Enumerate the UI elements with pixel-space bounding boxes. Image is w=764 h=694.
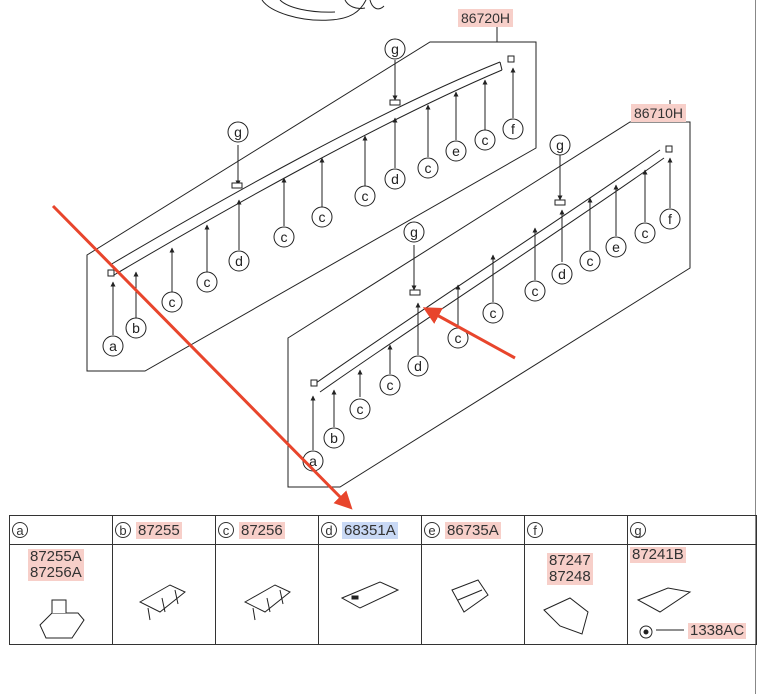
lower-letter-callouts: a b c c d c c c d c e c f g g [302, 134, 681, 472]
svg-text:c: c [587, 253, 594, 269]
svg-text:c: c [387, 377, 394, 393]
svg-text:c: c [532, 283, 539, 299]
part-number[interactable]: 87256 [239, 521, 285, 539]
svg-text:f: f [511, 121, 515, 137]
letter-circle: b [125, 317, 147, 339]
svg-text:d: d [414, 358, 422, 374]
svg-text:c: c [455, 330, 462, 346]
svg-text:b: b [330, 430, 338, 446]
svg-text:g: g [410, 224, 418, 240]
svg-text:d: d [558, 266, 566, 282]
svg-text:c: c [357, 401, 364, 417]
legend-part-cell-g: 87241B 1338AC [627, 544, 757, 645]
legend-part-cell-b [112, 544, 216, 645]
legend-header-f: f [524, 515, 628, 545]
legend-header-row: a b 87255 c 87256 d 68351A e 86735A f g [9, 515, 757, 545]
svg-text:c: c [319, 209, 326, 225]
svg-text:c: c [362, 188, 369, 204]
letter-badge: g [630, 522, 646, 538]
letter-badge: e [424, 522, 440, 538]
red-arrow-long [51, 204, 353, 510]
upper-g-leaders [235, 60, 398, 186]
letter-circle: g [227, 121, 249, 143]
legend-parts-row: 87255A 87256A 87247 87248 87241B [9, 544, 757, 645]
part-number-selected[interactable]: 68351A [342, 521, 398, 539]
svg-text:e: e [452, 143, 460, 159]
letter-badge: a [12, 522, 28, 538]
svg-text:c: c [425, 160, 432, 176]
legend-header-d: d 68351A [318, 515, 422, 545]
upper-leaders [110, 67, 516, 335]
part-number[interactable]: 87255A [28, 548, 84, 565]
svg-text:d: d [391, 171, 399, 187]
legend-part-cell-c [215, 544, 319, 645]
svg-text:c: c [642, 225, 649, 241]
letter-circle: c [354, 185, 376, 207]
legend-part-cell-f: 87247 87248 [524, 544, 628, 645]
legend-part-cell-e [421, 544, 525, 645]
part-number[interactable]: 87241B [630, 546, 686, 563]
top-partial-component [261, 0, 385, 21]
rail-clips [107, 55, 673, 387]
svg-text:g: g [391, 41, 399, 57]
legend-part-cell-d [318, 544, 422, 645]
legend-header-e: e 86735A [421, 515, 525, 545]
letter-circle: g [384, 38, 406, 60]
svg-text:f: f [668, 211, 672, 227]
lower-leaders [310, 157, 673, 450]
part-number[interactable]: 87255 [136, 521, 182, 539]
callout-86710H: 86710H [631, 104, 687, 122]
part-number[interactable]: 86735A [445, 521, 501, 539]
legend-header-a: a [9, 515, 113, 545]
letter-badge: c [218, 522, 234, 538]
svg-text:c: c [169, 294, 176, 310]
page-edge-line [755, 0, 756, 694]
letter-circle: c [196, 271, 218, 293]
svg-text:e: e [612, 239, 620, 255]
svg-text:c: c [281, 229, 288, 245]
svg-text:g: g [556, 137, 564, 153]
svg-text:c: c [204, 274, 211, 290]
parts-legend-table: a b 87255 c 87256 d 68351A e 86735A f g [9, 515, 757, 645]
part-number[interactable]: 1338AC [688, 622, 747, 639]
legend-header-b: b 87255 [112, 515, 216, 545]
callout-86720H: 86720H [458, 9, 514, 27]
letter-a: a [109, 338, 117, 354]
letter-circle: f [502, 118, 524, 140]
lower-g-leaders [411, 155, 563, 291]
svg-text:b: b [132, 320, 140, 336]
part-number[interactable]: 87247 [547, 552, 593, 569]
letter-badge: f [527, 522, 543, 538]
letter-circle: d [228, 250, 250, 272]
svg-text:c: c [490, 305, 497, 321]
letter-circle: c [161, 291, 183, 313]
letter-circle: e [445, 140, 467, 162]
legend-part-cell-a: 87255A 87256A [9, 544, 113, 645]
svg-text:c: c [482, 132, 489, 148]
letter-circle: c [311, 206, 333, 228]
part-number[interactable]: 87248 [547, 568, 593, 585]
letter-badge: d [321, 522, 337, 538]
letter-badge: b [115, 522, 131, 538]
svg-text:d: d [235, 253, 243, 269]
upper-rail-panel [86, 41, 537, 372]
letter-circle: c [417, 157, 439, 179]
svg-text:g: g [234, 124, 242, 140]
upper-letter-callouts: a b c c d c c c d c e c f g g [102, 38, 524, 357]
part-number[interactable]: 87256A [28, 564, 84, 581]
letter-circle: d [384, 168, 406, 190]
red-arrow-short [422, 307, 516, 360]
svg-text:a: a [309, 453, 317, 469]
letter-circle: c [273, 226, 295, 248]
letter-circle: c [474, 129, 496, 151]
letter-circle: a [102, 335, 124, 357]
legend-header-g: g [627, 515, 757, 545]
legend-header-c: c 87256 [215, 515, 319, 545]
